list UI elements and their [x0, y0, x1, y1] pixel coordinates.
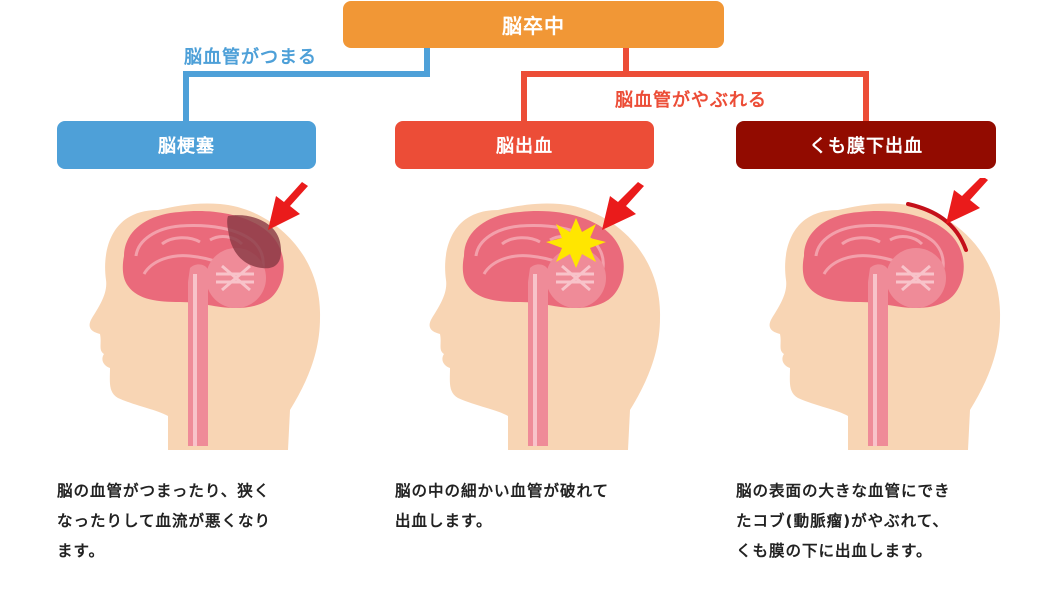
- brain-blockage-illustration: [89, 182, 321, 450]
- brain-stem: [528, 264, 548, 446]
- ruptured-branch-label: 脳血管がやぶれる: [615, 90, 767, 111]
- subarachnoid-hemorrhage-description: 脳の表面の大きな血管にでき たコブ(動脈瘤)がやぶれて、 くも膜の下に出血します…: [736, 482, 951, 560]
- cerebral-hemorrhage-label: 脳出血: [496, 136, 553, 157]
- brain-stem: [868, 264, 888, 446]
- subarachnoid-hemorrhage-box: くも膜下出血: [736, 121, 996, 169]
- cerebral-hemorrhage-description: 脳の中の細かい血管が破れて 出血します。: [395, 482, 610, 530]
- blocked-branch-label: 脳血管がつまる: [184, 47, 317, 68]
- burst-icon: [546, 218, 606, 268]
- stroke-root-box: 脳卒中: [343, 1, 724, 48]
- cerebral-infarction-label: 脳梗塞: [158, 136, 215, 157]
- subarachnoid-bleeding-illustration: [769, 178, 1001, 450]
- cerebral-infarction-box: 脳梗塞: [57, 121, 316, 169]
- brain: [122, 211, 284, 446]
- cerebral-infarction-description: 脳の血管がつまったり、狭く なったりして血流が悪くなり ます。: [57, 482, 272, 560]
- arrow-icon: [946, 178, 988, 224]
- brain-stem: [188, 264, 208, 446]
- stroke-root-label: 脳卒中: [502, 14, 565, 38]
- cerebral-hemorrhage-box: 脳出血: [395, 121, 654, 169]
- arrow-icon: [602, 182, 644, 230]
- brain: [802, 211, 964, 446]
- subarachnoid-hemorrhage-label: くも膜下出血: [809, 136, 923, 157]
- ruptured-connector: [521, 71, 869, 121]
- brain-bleeding-illustration: [429, 182, 661, 450]
- bleed-line: [906, 202, 968, 252]
- blocked-connector: [183, 48, 430, 121]
- arrow-icon: [268, 182, 308, 230]
- blockage-area: [227, 215, 282, 269]
